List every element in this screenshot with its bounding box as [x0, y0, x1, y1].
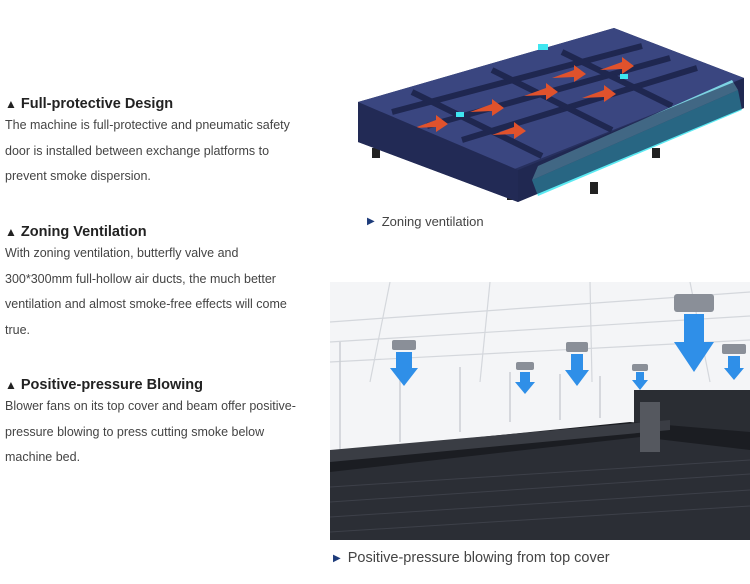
- blower-interior-illustration: [330, 282, 750, 540]
- bed-cross-beam: [410, 89, 544, 159]
- bed-slat: [330, 489, 750, 518]
- front-rail: [358, 102, 518, 202]
- section-full-protective: ▲Full-protective Design The machine is f…: [5, 96, 305, 190]
- bed-slat: [330, 473, 750, 503]
- cyan-accent: [538, 44, 548, 50]
- blower-fan: [722, 344, 746, 354]
- section-title: ▲Positive-pressure Blowing: [5, 377, 203, 393]
- cyan-accent: [620, 74, 628, 79]
- side-rail: [518, 78, 744, 202]
- section-body: With zoning ventilation, butterfly valve…: [5, 246, 287, 337]
- section-positive-pressure: ▲Positive-pressure Blowing Blower fans o…: [5, 377, 305, 471]
- section-body: Blower fans on its top cover and beam of…: [5, 399, 296, 464]
- down-arrow-icon: [674, 314, 714, 372]
- bed-cross-beam: [560, 49, 674, 109]
- section-zoning-ventilation: ▲Zoning Ventilation With zoning ventilat…: [5, 224, 305, 343]
- down-arrow-icon: [565, 354, 589, 386]
- play-triangle-icon: ▶: [333, 552, 341, 564]
- down-arrow-icon: [390, 352, 418, 386]
- ceiling-line: [589, 282, 593, 383]
- machine-foot: [590, 182, 598, 194]
- ceiling-line: [479, 282, 491, 383]
- ceiling-line: [369, 282, 391, 383]
- bottom-image-caption: ▶ Positive-pressure blowing from top cov…: [333, 550, 610, 566]
- cyan-accent: [456, 112, 464, 117]
- bed-slat: [461, 65, 698, 143]
- airflow-arrow: [492, 122, 526, 139]
- machine-foot: [372, 148, 380, 158]
- down-arrow-icon: [515, 372, 535, 394]
- down-arrow-icon: [724, 356, 744, 380]
- cutting-head: [640, 402, 660, 452]
- triangle-up-icon: ▲: [5, 225, 17, 239]
- bed-cross-beam: [490, 67, 614, 133]
- airflow-arrow: [582, 85, 616, 102]
- bed-slat: [330, 505, 750, 533]
- section-title: ▲Zoning Ventilation: [5, 224, 147, 240]
- down-arrow-icon: [632, 372, 648, 390]
- blower-group: [390, 294, 746, 394]
- triangle-up-icon: ▲: [5, 378, 17, 392]
- machine-frame-illustration: [358, 28, 744, 202]
- blower-fan: [632, 364, 648, 371]
- blower-fan: [516, 362, 534, 370]
- blower-fan: [566, 342, 588, 352]
- blower-fan: [392, 340, 416, 350]
- top-image-caption: ▶ Zoning ventilation: [367, 214, 484, 229]
- play-triangle-icon: ▶: [367, 216, 375, 227]
- airflow-arrow: [524, 83, 558, 100]
- airflow-arrow: [600, 57, 634, 74]
- ceiling-line: [330, 315, 750, 343]
- blower-fan: [674, 294, 714, 312]
- bed-slat: [330, 459, 750, 488]
- airflow-arrow: [470, 99, 504, 116]
- gantry-beam: [330, 420, 670, 462]
- section-body: The machine is full-protective and pneum…: [5, 118, 290, 183]
- airflow-arrow: [414, 115, 448, 132]
- machine-foot: [652, 148, 660, 158]
- airflow-arrow: [552, 65, 586, 82]
- section-title: ▲Full-protective Design: [5, 96, 174, 112]
- triangle-up-icon: ▲: [5, 97, 17, 111]
